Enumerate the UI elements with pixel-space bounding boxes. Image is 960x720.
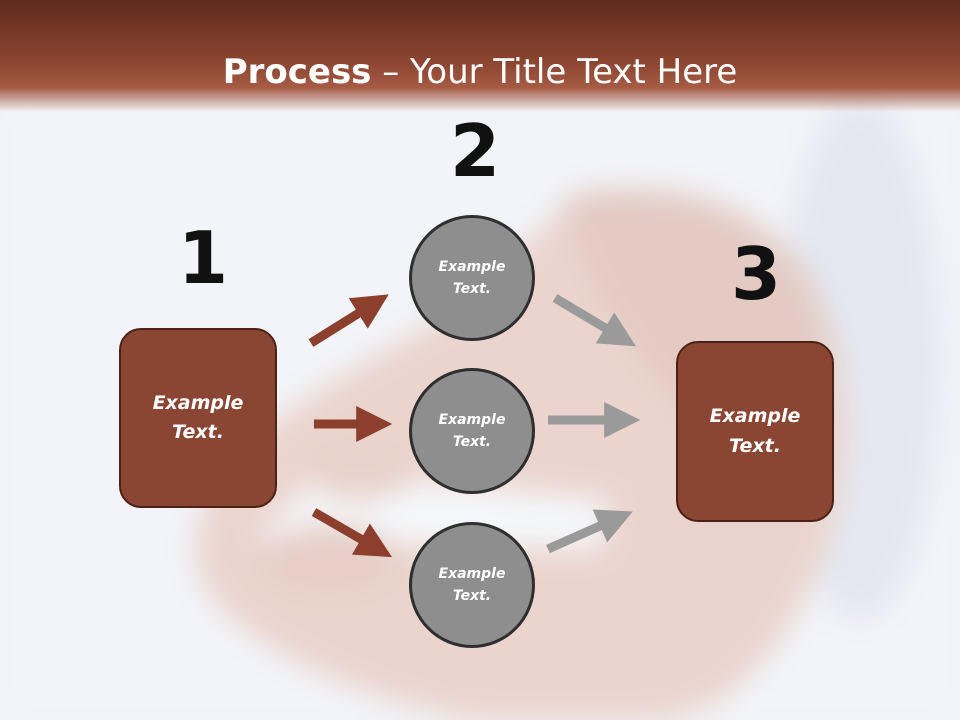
circle-node-top: Example Text. [409,215,535,341]
title-bar [0,0,960,112]
end-box-label: Example Text. [709,405,801,457]
title-bold: Process [222,52,372,92]
arrow-icon-right-up [546,509,633,554]
circle-top-label: Example Text. [438,258,506,297]
step-number-3: 3 [731,232,782,316]
arrow-icon-left-down [311,508,393,558]
circle-bottom-label: Example Text. [438,565,506,604]
arrow-icon-right-down [552,294,636,347]
circle-node-middle: Example Text. [409,368,535,494]
circle-node-bottom: Example Text. [409,522,535,648]
start-box: Example Text. [119,328,277,508]
step-number-1: 1 [178,216,229,300]
end-box: Example Text. [676,341,834,522]
slide-title: Process – Your Title Text Here [0,52,960,92]
title-rest: – Your Title Text Here [371,52,738,92]
arrow-icon-left-up [308,294,389,347]
step-number-2: 2 [450,109,501,193]
start-box-label: Example Text. [152,391,244,443]
circle-middle-label: Example Text. [438,411,506,450]
